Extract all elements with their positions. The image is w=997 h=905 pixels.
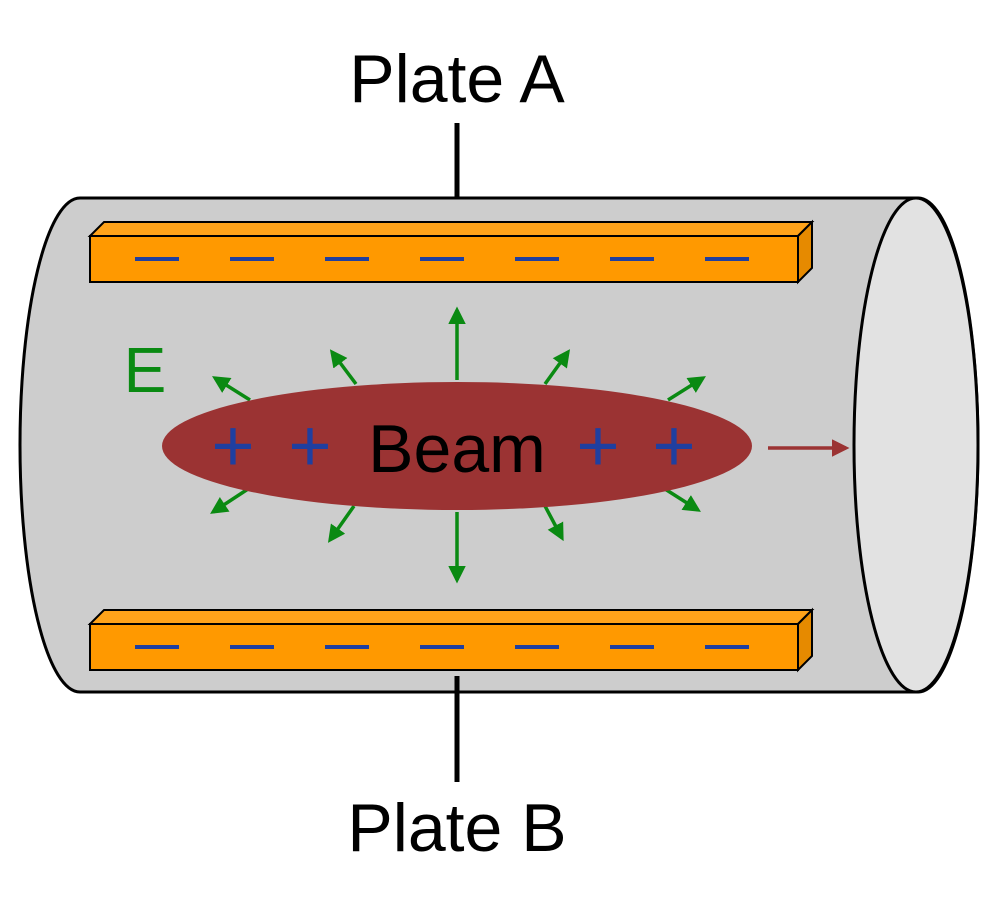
field-arrow [664, 487, 701, 512]
plate-a-label: Plate A [349, 41, 565, 117]
positive-charge: + [576, 404, 619, 487]
beam [162, 382, 752, 510]
field-arrow [667, 376, 706, 402]
plate-b [87, 607, 815, 673]
beam-label: Beam [368, 411, 546, 487]
field-arrow [212, 376, 251, 402]
positive-charge: + [288, 404, 331, 487]
plate-b-label: Plate B [347, 790, 566, 866]
field-arrow [329, 349, 358, 386]
field-arrow [543, 349, 571, 386]
field-arrows [210, 306, 706, 584]
positive-charge: + [652, 404, 695, 487]
positive-charge: + [211, 404, 254, 487]
field-arrow [210, 487, 249, 514]
field-arrow [543, 505, 564, 542]
field-arrow [327, 504, 356, 543]
beam-charges: + + + + [211, 404, 695, 487]
field-label: E [124, 334, 167, 406]
cylinder-end-cap [852, 196, 980, 694]
plate-a [87, 219, 815, 285]
